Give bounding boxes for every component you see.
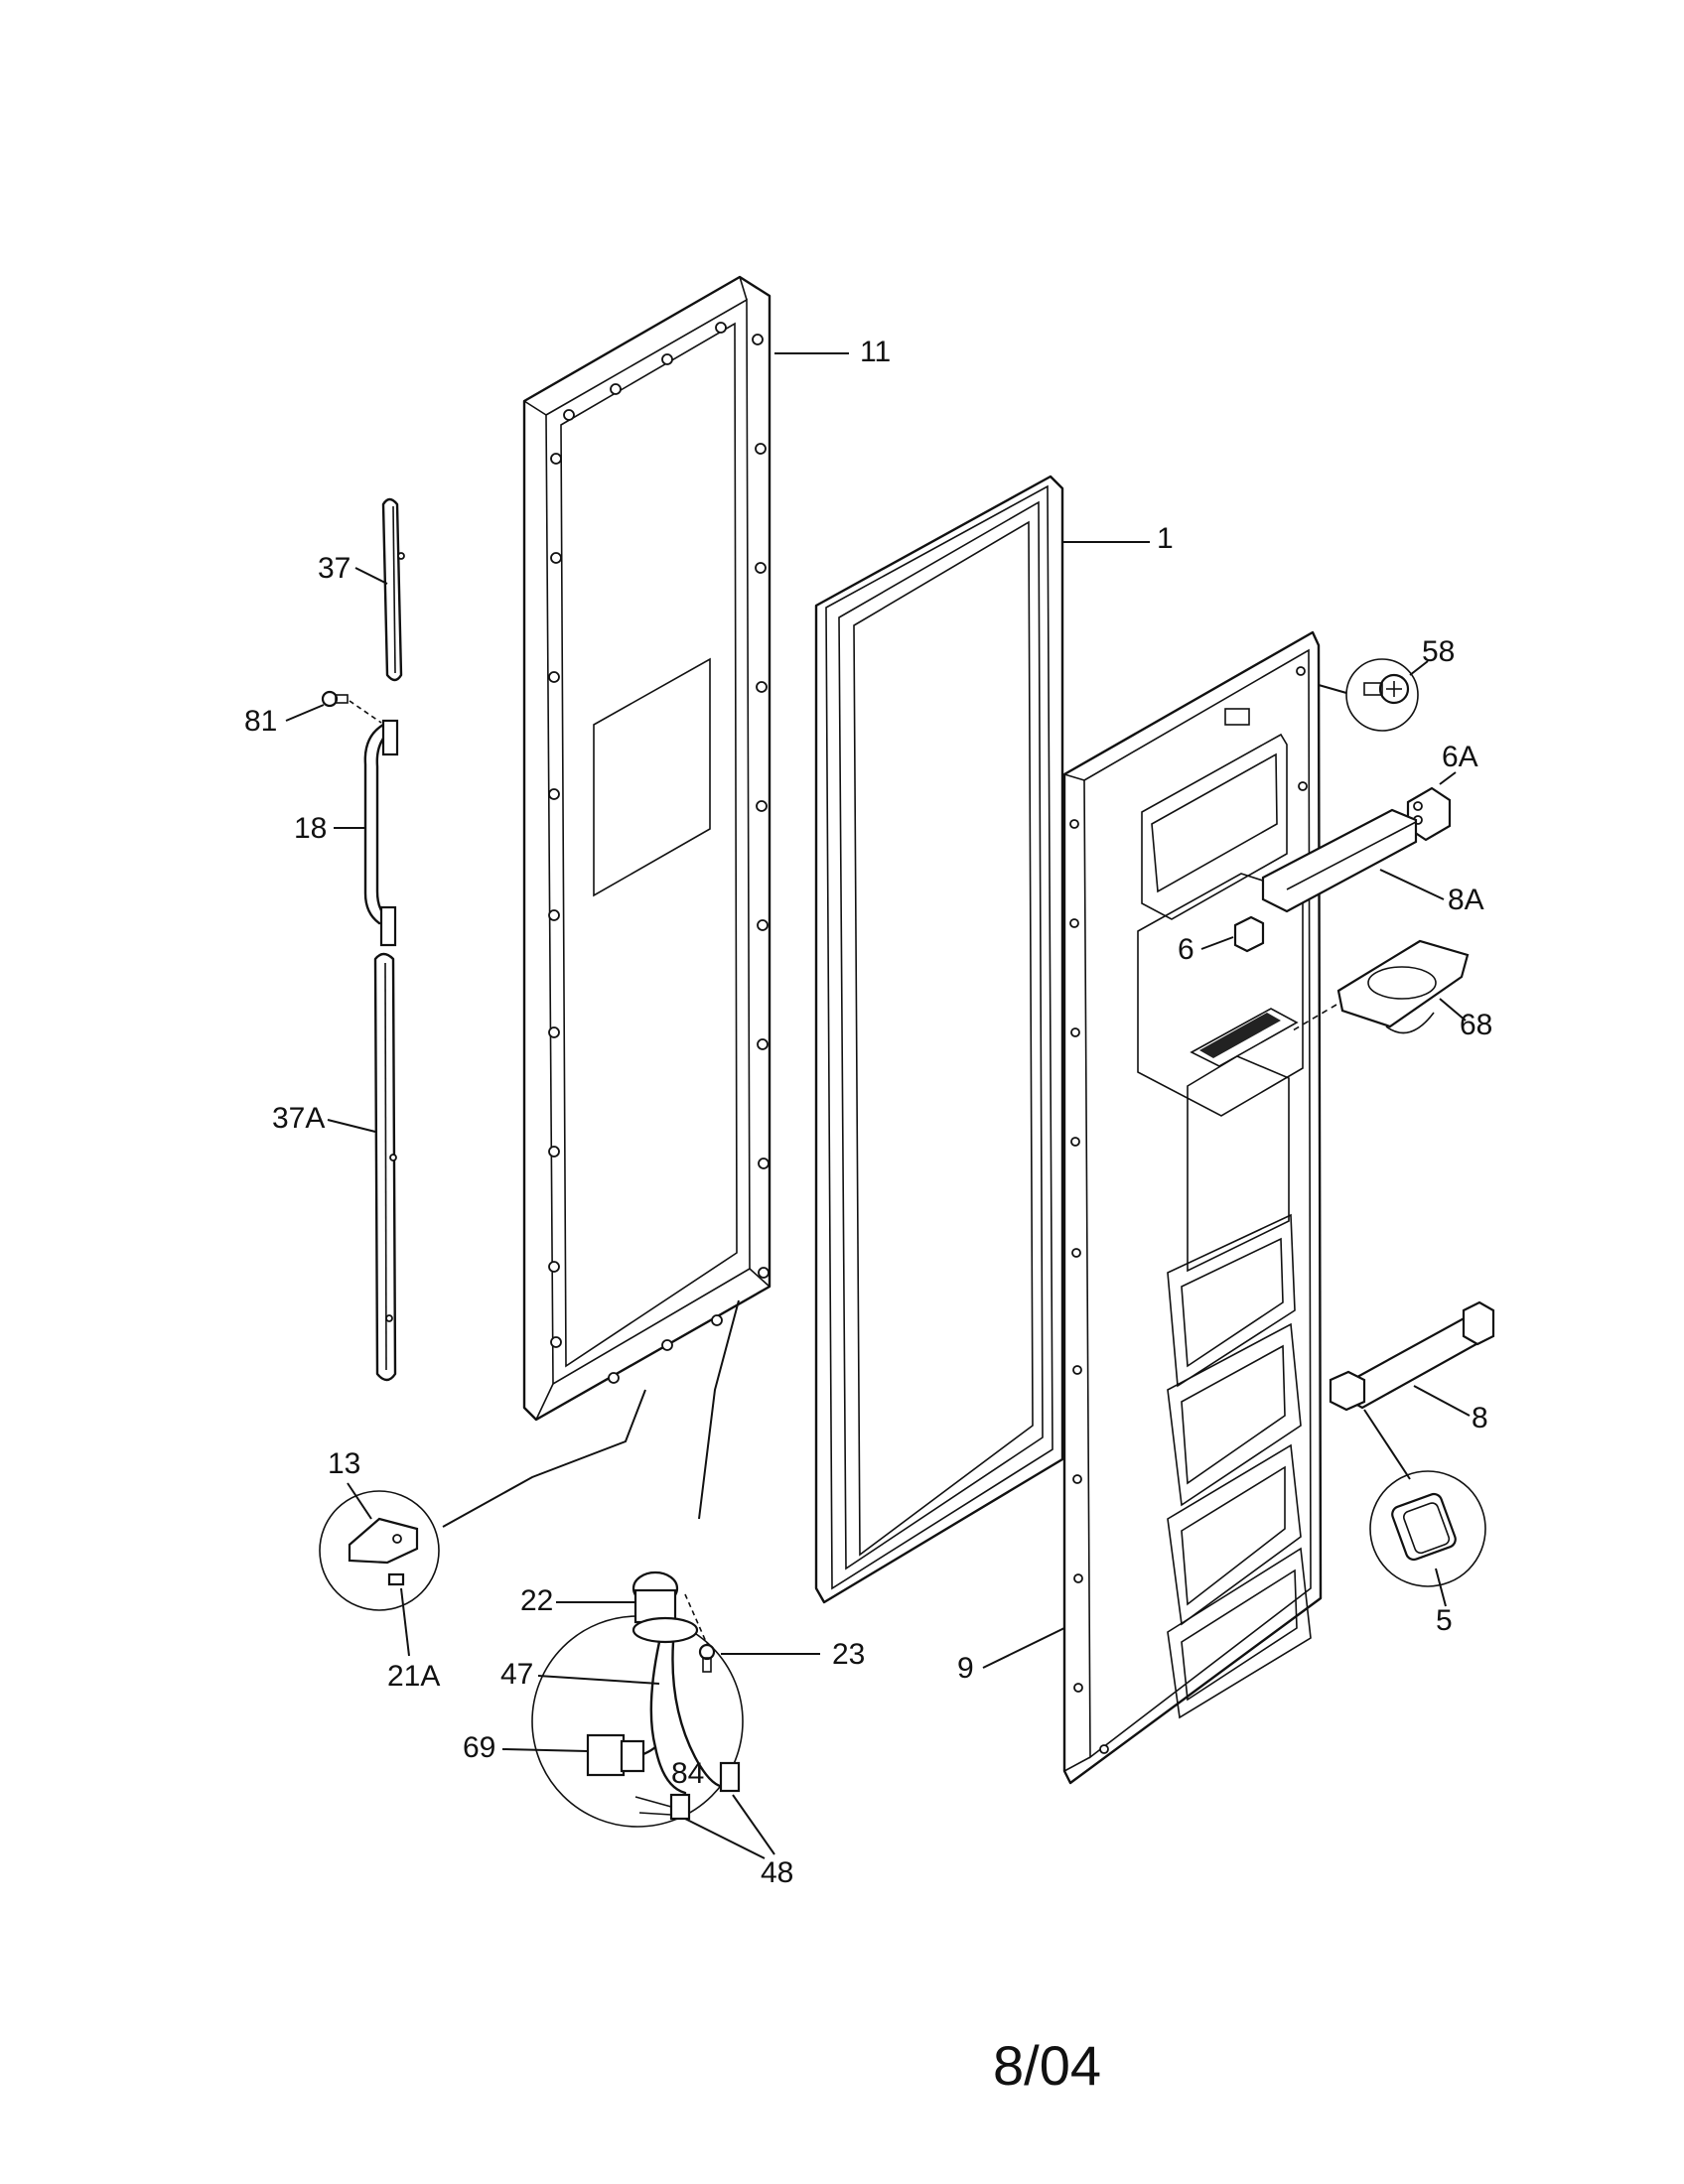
callout-8A: 8A [1448, 884, 1484, 916]
hinge-13-detail [319, 1490, 440, 1611]
callout-58: 58 [1422, 635, 1455, 668]
callout-6A: 6A [1442, 741, 1478, 773]
date-code: 8/04 [993, 2034, 1101, 2097]
callout-6: 6 [1178, 933, 1194, 966]
door-gasket-part [814, 475, 1064, 1604]
callout-13: 13 [328, 1447, 360, 1480]
callout-9: 9 [957, 1652, 974, 1685]
screw-58-detail [1345, 658, 1419, 732]
callout-5: 5 [1436, 1604, 1453, 1637]
callout-37A: 37A [272, 1102, 325, 1135]
callout-8: 8 [1472, 1402, 1488, 1434]
callout-68: 68 [1460, 1009, 1492, 1041]
cap-5-detail [1369, 1470, 1486, 1587]
dispenser-cup-68-part [1336, 939, 1470, 1034]
callout-47: 47 [500, 1658, 533, 1691]
inner-door-liner-part [1062, 630, 1323, 1785]
callout-1: 1 [1157, 522, 1174, 555]
callout-23: 23 [832, 1638, 865, 1671]
screw-81-part [321, 690, 382, 724]
callout-22: 22 [520, 1584, 553, 1617]
callout-84: 84 [671, 1757, 704, 1790]
bracket-8-part [1329, 1300, 1495, 1412]
trim-strip-37-part [381, 497, 405, 682]
callout-18: 18 [294, 812, 327, 845]
door-handle-18-part [363, 719, 399, 947]
light-socket-wiring-detail [531, 1570, 744, 1828]
callout-69: 69 [463, 1731, 495, 1764]
bar-8A-part [1261, 808, 1418, 913]
callout-81: 81 [244, 705, 277, 738]
callout-37: 37 [318, 552, 351, 585]
callout-48: 48 [761, 1856, 793, 1889]
outer-door-frame-part [522, 275, 772, 1422]
callout-21A: 21A [387, 1660, 440, 1693]
clip-6-part [1233, 915, 1265, 953]
callout-11: 11 [860, 336, 891, 368]
clip-6A-part [1406, 786, 1452, 842]
trim-strip-37A-part [373, 952, 397, 1382]
